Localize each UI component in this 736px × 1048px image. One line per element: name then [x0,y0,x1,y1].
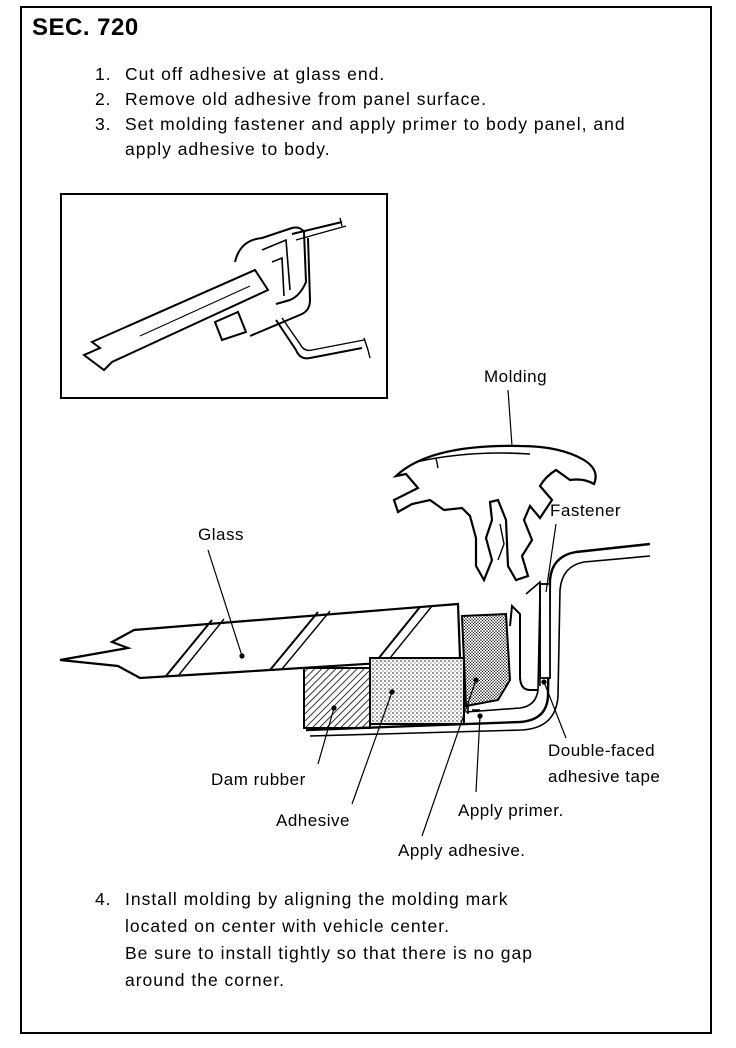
section-title: SEC. 720 [32,14,139,41]
adhesive-block [369,657,465,725]
main-cross-section: Molding Fastener Glass Dam rubber Adhesi… [59,367,660,860]
step-4-line: located on center with vehicle center. [125,916,450,936]
label-apply-primer: Apply primer. [458,801,564,820]
step-item: 1. Cut off adhesive at glass end. [95,62,655,87]
step-number: 3. [95,114,112,134]
step-text: Cut off adhesive at glass end. [125,64,386,84]
label-double-faced: Double-faced [548,741,655,760]
step-4-line: around the corner. [125,970,286,990]
step-4: 4. Install molding by aligning the moldi… [95,886,675,994]
page-frame [20,6,712,1034]
label-adhesive: Adhesive [276,811,350,830]
steps-list: 1. Cut off adhesive at glass end. 2. Rem… [95,62,655,162]
step-number: 2. [95,89,112,109]
step-text: Set molding fastener and apply primer to… [125,114,626,159]
step-4-line: Install molding by aligning the molding … [125,889,509,909]
label-glass: Glass [198,525,244,544]
inset-detail [60,193,388,399]
step-item: 4. Install molding by aligning the moldi… [95,886,675,994]
label-apply-adhesive: Apply adhesive. [398,841,526,860]
step-item: 2. Remove old adhesive from panel surfac… [95,87,655,112]
dam-rubber-block [303,667,371,729]
label-fastener: Fastener [550,501,621,520]
glass-shape [59,602,462,680]
label-dam-rubber: Dam rubber [211,770,306,789]
step-item: 3. Set molding fastener and apply primer… [95,112,655,162]
step-4-line: Be sure to install tightly so that there… [125,943,533,963]
step-text: Remove old adhesive from panel surface. [125,89,487,109]
step-number: 4. [95,889,112,909]
label-molding: Molding [484,367,547,386]
applied-adhesive-block [460,612,512,708]
molding-shape [392,444,597,583]
label-adhesive-tape: adhesive tape [548,767,660,786]
step-number: 1. [95,64,112,84]
